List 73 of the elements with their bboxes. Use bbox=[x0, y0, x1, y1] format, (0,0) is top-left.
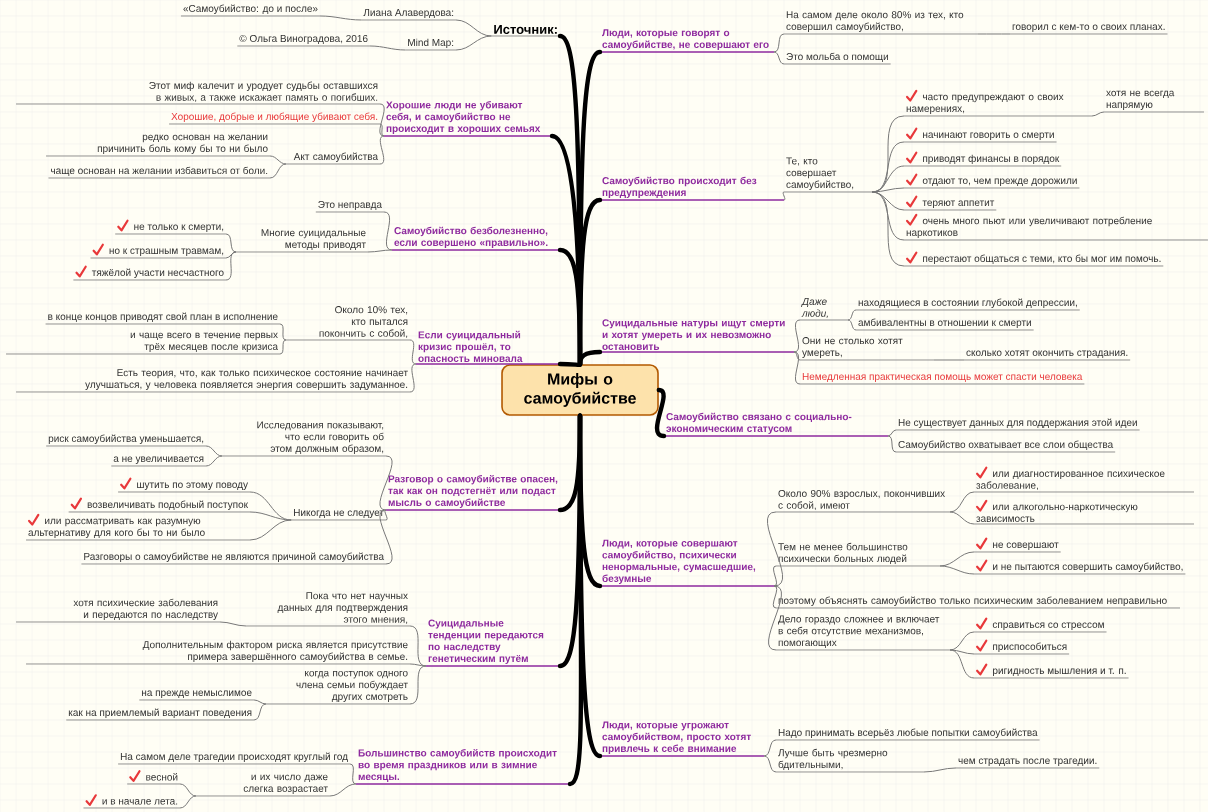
branch-line bbox=[349, 763, 357, 785]
branch-line bbox=[557, 247, 583, 367]
branch-line bbox=[219, 621, 247, 627]
branch-line bbox=[763, 739, 777, 757]
branch-line bbox=[384, 509, 388, 521]
branch-line bbox=[225, 251, 237, 259]
branch-line bbox=[319, 15, 362, 21]
branch-line bbox=[1091, 111, 1105, 117]
branch-line bbox=[871, 191, 905, 267]
branch-line bbox=[949, 649, 975, 655]
branch-line bbox=[367, 249, 393, 253]
branch-line bbox=[977, 33, 1011, 35]
branch-line bbox=[379, 135, 385, 165]
branch-line bbox=[939, 565, 975, 575]
branch-line bbox=[773, 33, 785, 53]
branch-line bbox=[179, 783, 197, 797]
branch-line bbox=[409, 363, 417, 393]
branch-line bbox=[269, 163, 287, 179]
branch-line bbox=[782, 191, 786, 201]
branch-line bbox=[887, 429, 897, 437]
branch-line bbox=[249, 519, 292, 541]
branch-line bbox=[179, 795, 197, 809]
branch-line bbox=[369, 45, 406, 51]
branch-line bbox=[577, 349, 603, 367]
branch-line bbox=[773, 51, 785, 65]
branch-line bbox=[279, 323, 287, 341]
branch-line bbox=[567, 413, 584, 787]
branch-line bbox=[847, 309, 857, 321]
branch-line bbox=[409, 339, 417, 365]
branch-line bbox=[773, 565, 778, 587]
branch-line bbox=[225, 251, 237, 281]
branch-line bbox=[379, 509, 393, 565]
branch-line bbox=[793, 319, 801, 353]
branch-line bbox=[939, 551, 975, 567]
branch-line bbox=[409, 665, 427, 705]
branch-line bbox=[949, 631, 975, 651]
branch-line bbox=[269, 155, 287, 165]
branch-line bbox=[949, 491, 975, 513]
branch-line bbox=[225, 233, 237, 253]
branch-line bbox=[763, 755, 777, 773]
branch-line bbox=[329, 783, 357, 797]
branch-line bbox=[409, 625, 427, 667]
branch-line bbox=[383, 211, 393, 251]
branch-line bbox=[793, 351, 801, 385]
branch-line bbox=[654, 387, 667, 439]
branch-line bbox=[847, 319, 857, 331]
branch-line bbox=[933, 359, 965, 361]
branch-line bbox=[379, 123, 385, 137]
branch-line bbox=[557, 361, 583, 368]
branch-line bbox=[455, 35, 492, 51]
branch-line bbox=[409, 663, 427, 667]
branch-line bbox=[887, 435, 897, 453]
branch-line bbox=[205, 445, 223, 457]
branch-line bbox=[793, 351, 801, 361]
branch-line bbox=[379, 455, 393, 511]
branch-line bbox=[871, 187, 905, 193]
branch-line bbox=[279, 339, 287, 355]
branch-line bbox=[772, 585, 778, 609]
branch-line bbox=[923, 767, 957, 773]
central-topic-box: Мифы о самоубийстве bbox=[501, 364, 659, 416]
branch-line bbox=[253, 703, 267, 721]
branch-line bbox=[249, 511, 292, 521]
branch-line bbox=[205, 455, 223, 467]
branch-line bbox=[379, 103, 385, 137]
branch-line bbox=[768, 585, 782, 651]
branch-line bbox=[949, 649, 975, 679]
branch-line bbox=[249, 491, 292, 521]
branch-line bbox=[871, 191, 905, 241]
branch-line bbox=[949, 511, 975, 525]
branch-line bbox=[767, 511, 783, 587]
branch-line bbox=[455, 19, 492, 37]
branch-line bbox=[253, 699, 267, 705]
branch-line bbox=[871, 165, 905, 193]
